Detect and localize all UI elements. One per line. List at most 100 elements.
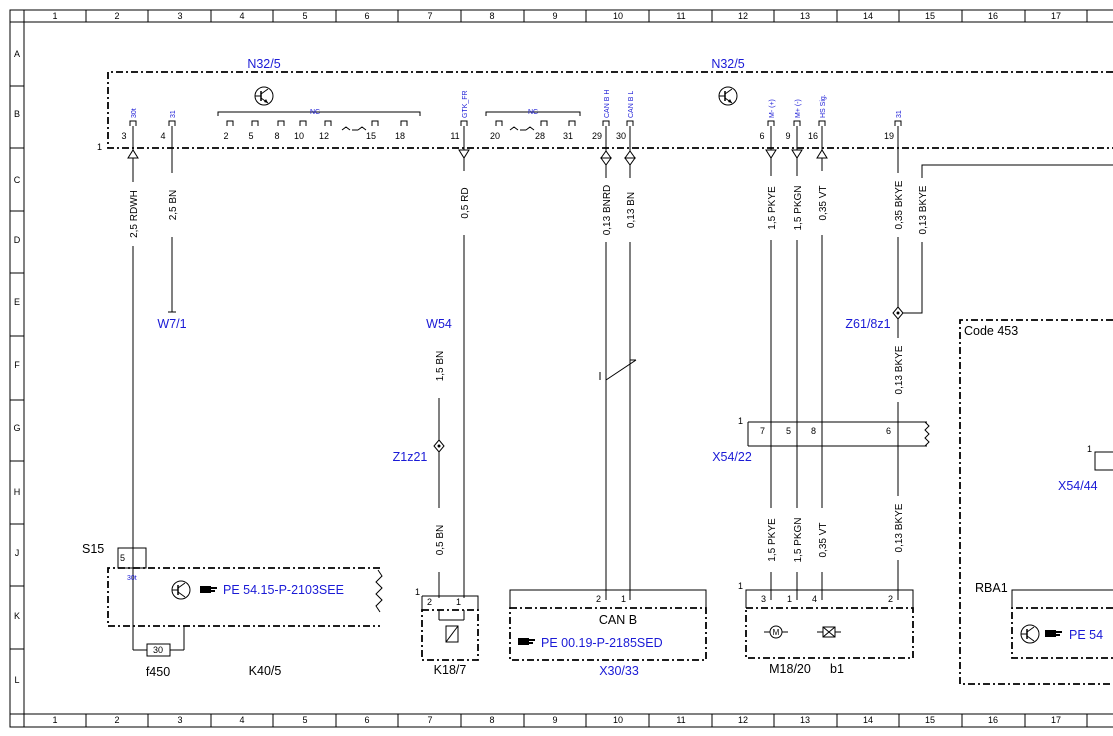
column-number: 11 (676, 11, 685, 21)
k18-7-pin-1: 1 (456, 597, 461, 607)
wire-label: 1,5 PKYE (767, 186, 778, 230)
column-number: 8 (489, 11, 494, 21)
w7-1-label: W7/1 (157, 317, 186, 331)
reference-hand-icon (518, 638, 535, 645)
n32-pin-label: M- (+) (769, 99, 776, 118)
n32-pin-number: 4 (160, 131, 165, 141)
pe-54-15-reference[interactable]: PE 54.15-P-2103SEE (223, 583, 344, 597)
wire-label: 0,5 RD (460, 187, 471, 218)
column-number: 8 (489, 715, 494, 725)
x30-33-can-b: 2 1 CAN B PE 00.19-P-2185SED X30/33 (509, 589, 707, 678)
pe-54-right-reference[interactable]: PE 54 (1069, 628, 1103, 642)
transistor-icon (171, 580, 191, 600)
wire-label: 0,13 BKYE (918, 185, 929, 234)
row-letter: J (15, 548, 20, 558)
unused-pin-number: 12 (319, 131, 329, 141)
m18-20-label: M18/20 (769, 662, 811, 676)
column-number: 7 (427, 715, 432, 725)
ground-and-splice-labels: W7/1 W54 Z1z21 Z61/8z1 (157, 317, 890, 464)
wire-label: 1,5 PKYE (767, 518, 778, 562)
code-453-region: Code 453 1 X54/44 RBA1 PE 54 (959, 319, 1113, 685)
k18-7-block-number: 1 (415, 587, 420, 597)
wire-label: 1,5 PKGN (793, 517, 804, 562)
column-number: 2 (114, 715, 119, 725)
n32-pin-label: GTK_FR (462, 90, 469, 118)
k40-5-label: K40/5 (249, 664, 282, 678)
x54-22-pin: 5 (786, 426, 791, 436)
n32-pin-label: HS Sig. (820, 94, 827, 118)
k18-7-pin-2: 2 (427, 597, 432, 607)
column-number: 17 (1051, 11, 1061, 21)
wire-label: 0,13 BNRD (602, 185, 613, 236)
code-453-label: Code 453 (964, 324, 1018, 338)
x54-44-block-number: 1 (1087, 444, 1092, 454)
x30-33-pin-1: 1 (621, 594, 626, 604)
x30-33-label: X30/33 (599, 664, 639, 678)
column-number: 15 (925, 715, 935, 725)
row-letter: C (14, 175, 21, 185)
row-letter: K (14, 611, 20, 621)
n32-5-label-left: N32/5 (247, 57, 280, 71)
n32-pin-label: M+ (-) (795, 99, 802, 118)
column-number: 12 (738, 11, 748, 21)
pin-arrows (127, 149, 828, 166)
unused-pin-number: 20 (490, 131, 500, 141)
x54-22-label: X54/22 (712, 450, 752, 464)
row-letter: B (14, 109, 20, 119)
pe-00-19-reference[interactable]: PE 00.19-P-2185SED (541, 636, 663, 650)
k40-5-module: S15 5 30t 30 f450 K40/5 PE 54.15-P-2103S… (82, 542, 383, 679)
n32-pin-label: 31 (896, 110, 903, 118)
fuse-value: 30 (153, 645, 163, 655)
unused-pin-number: 10 (294, 131, 304, 141)
column-number: 9 (552, 11, 557, 21)
column-number: 13 (800, 715, 810, 725)
x54-44-label: X54/44 (1058, 479, 1098, 493)
unused-pin-number: 18 (395, 131, 405, 141)
x54-22-block-number: 1 (738, 416, 743, 426)
n32-pin-number: 19 (884, 131, 894, 141)
x54-22-pin: 7 (760, 426, 765, 436)
wire-label: 2,5 BN (168, 190, 179, 221)
row-letter: A (14, 49, 20, 59)
n32-pin-number: 3 (121, 131, 126, 141)
wire-label: 0,35 VT (818, 185, 829, 220)
column-number: 14 (863, 11, 873, 21)
reference-hand-icon (1045, 630, 1062, 637)
column-number: 14 (863, 715, 873, 725)
svg-text:M: M (773, 628, 780, 637)
column-number: 16 (988, 11, 998, 21)
column-number: 3 (177, 715, 182, 725)
wire-label: 0,35 BKYE (894, 180, 905, 229)
column-number: 1 (52, 715, 57, 725)
x54-22-connector: 1 7 5 8 6 X54/22 (712, 416, 930, 464)
column-number: 10 (613, 11, 623, 21)
can-b-label: CAN B (599, 613, 637, 627)
m18-20-pin: 3 (761, 594, 766, 604)
row-letter: F (14, 360, 20, 370)
w54-label: W54 (426, 317, 452, 331)
column-number: 11 (676, 715, 685, 725)
s15-pin: 5 (120, 553, 125, 563)
n32-pin-number: 6 (759, 131, 764, 141)
wire-label: 1,5 BN (435, 351, 446, 382)
m18-20-pin: 2 (888, 594, 893, 604)
row-letter: H (14, 487, 21, 497)
column-number: 3 (177, 11, 182, 21)
column-number: 15 (925, 11, 935, 21)
unused-pin-number: 31 (563, 131, 573, 141)
wire-label: 0,13 BN (626, 192, 637, 228)
column-number: 16 (988, 715, 998, 725)
z1z21-label: Z1z21 (393, 450, 428, 464)
wire-label: 0,13 BKYE (894, 345, 905, 394)
nc-label-left: NC (310, 109, 320, 116)
column-number: 10 (613, 715, 623, 725)
b1-label: b1 (830, 662, 844, 676)
k18-7-relay: 1 2 1 K18/7 (415, 587, 479, 677)
column-number: 13 (800, 11, 810, 21)
m18-20-motor: 1 3 1 4 2 M M18/20 b1 (738, 581, 914, 676)
